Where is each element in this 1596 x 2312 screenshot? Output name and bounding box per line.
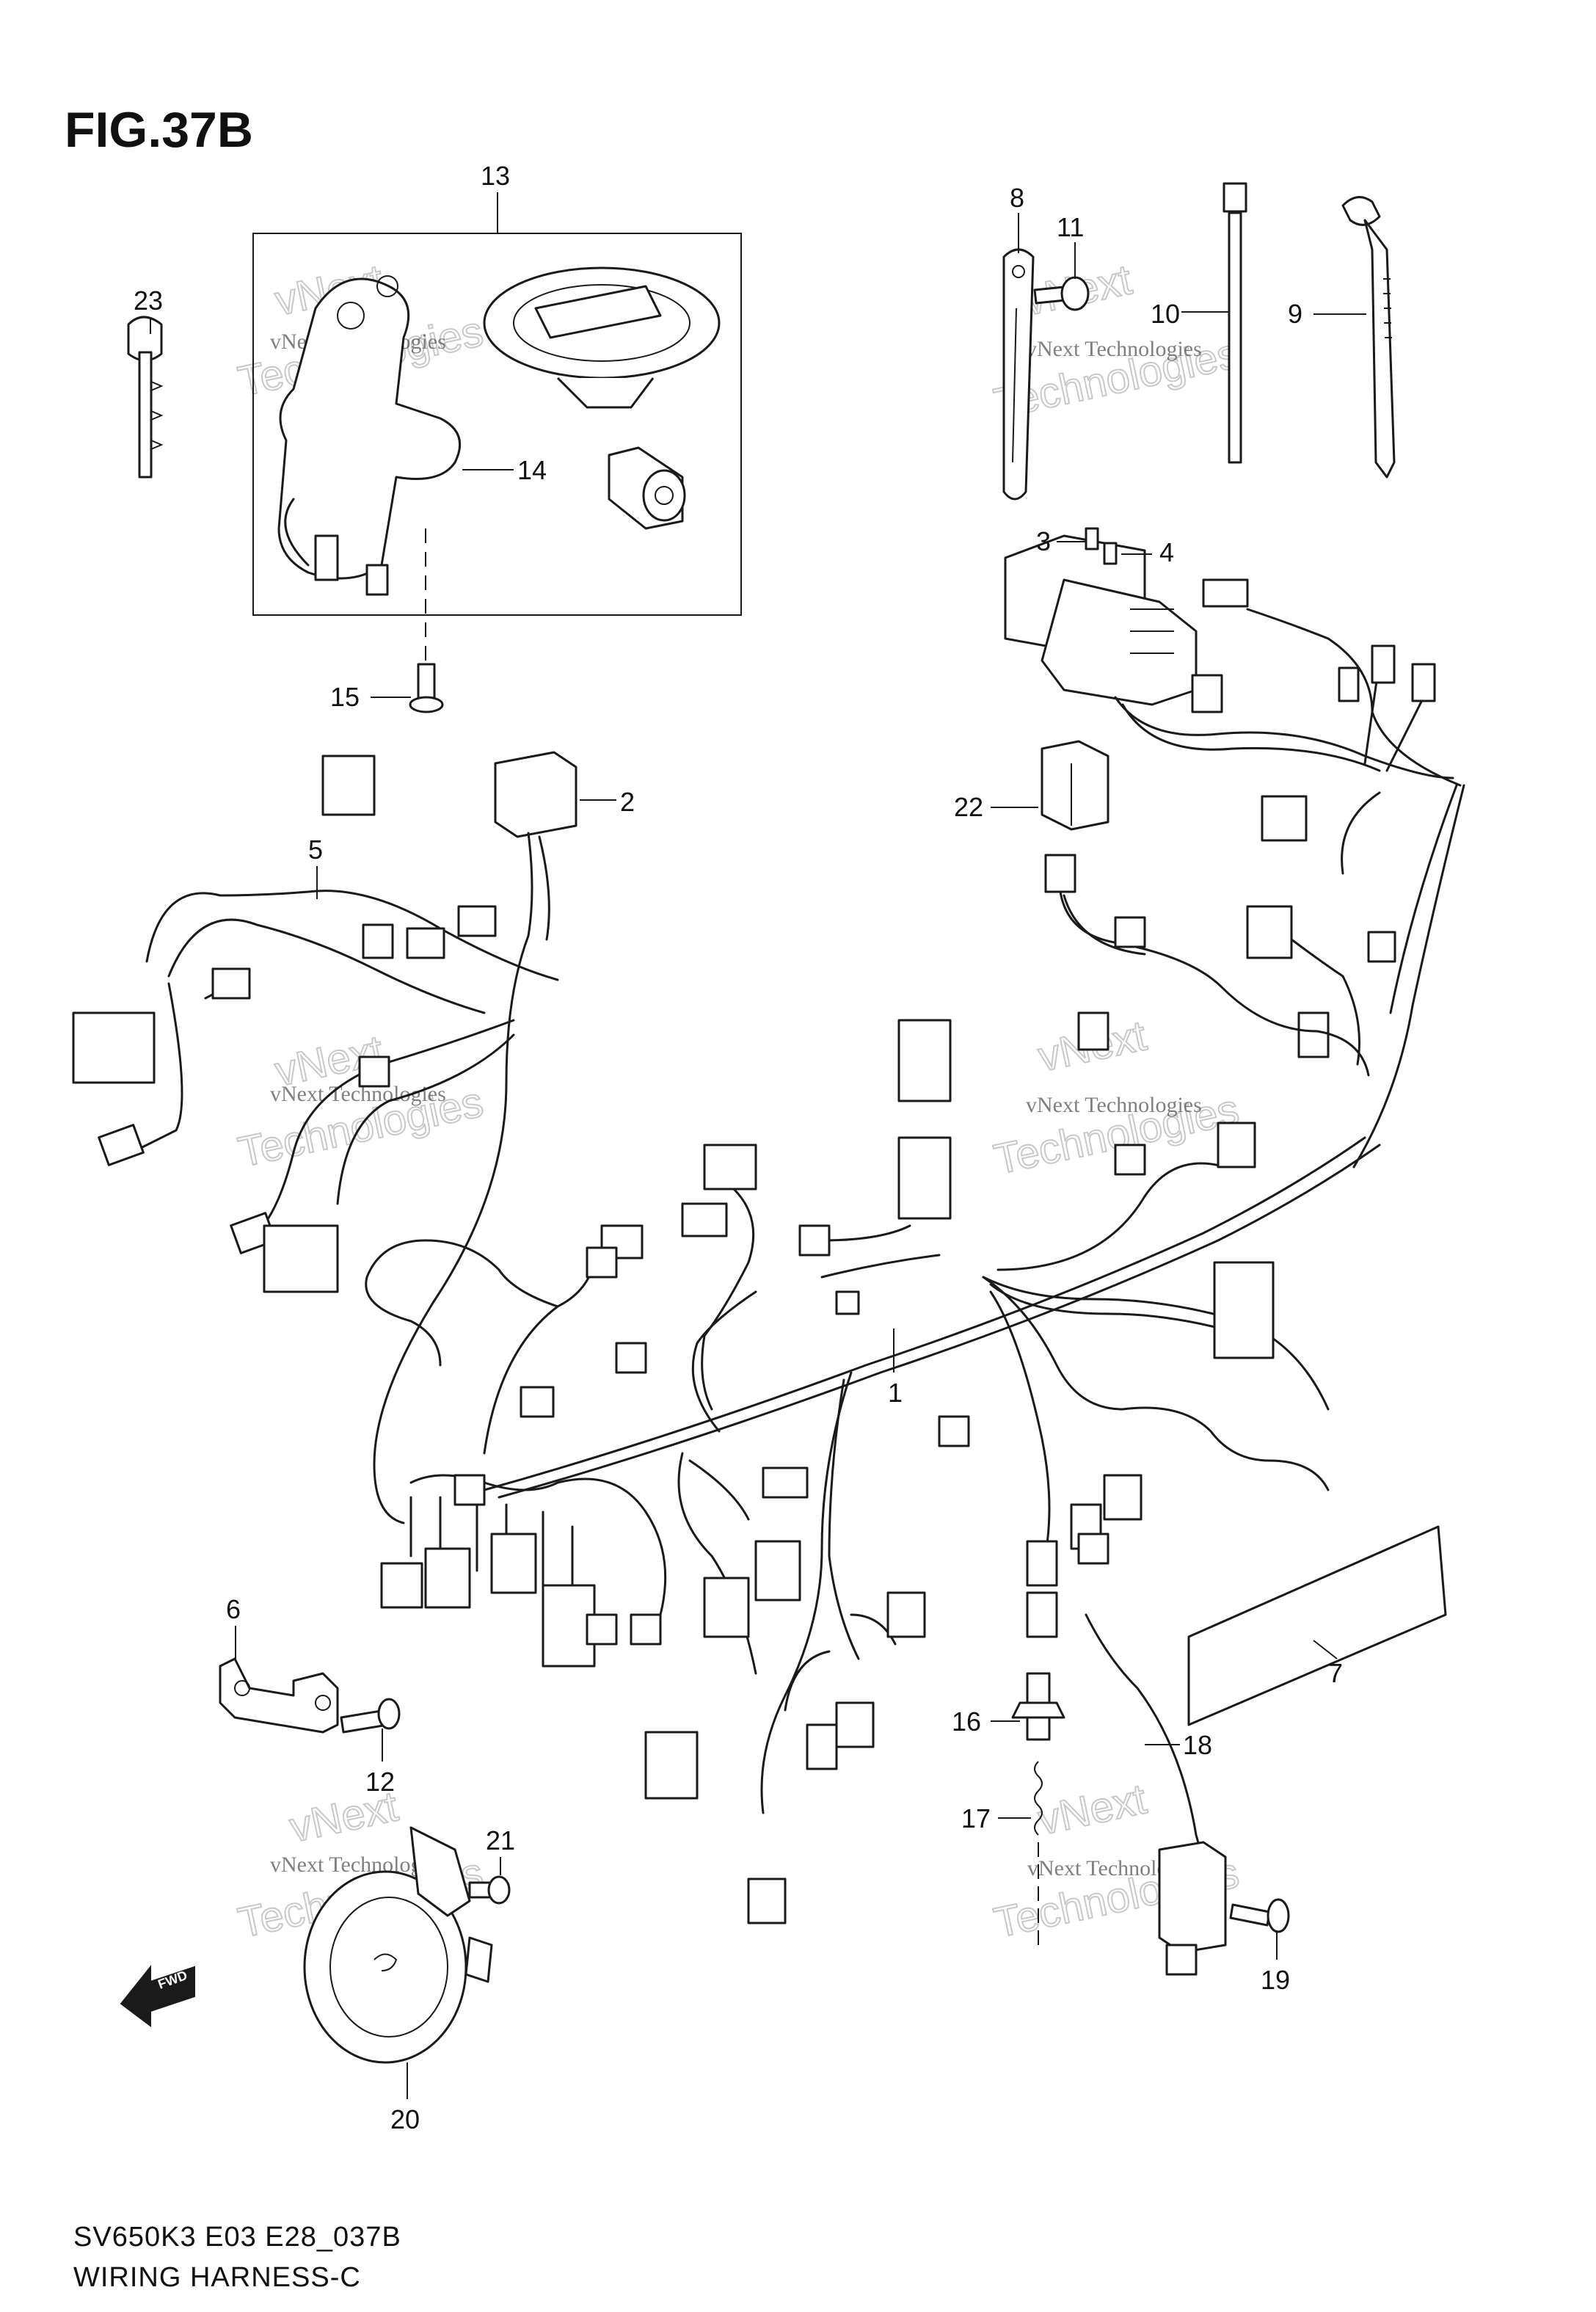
callout-19: 19	[1261, 1965, 1290, 1995]
bracket-6	[219, 1657, 339, 1734]
switch-18	[1085, 1613, 1227, 1976]
connector-2	[373, 751, 577, 1524]
callout-18: 18	[1183, 1730, 1212, 1760]
callout-20: 20	[390, 2104, 420, 2134]
spring-17	[1034, 1761, 1043, 1952]
callout-17: 17	[961, 1803, 991, 1833]
watermark-text: vNext Technologies	[1026, 1093, 1202, 1117]
figure-title: FIG.37B	[65, 102, 253, 158]
callout-22: 22	[954, 792, 983, 822]
callout-15: 15	[330, 682, 360, 712]
figure-code: SV650K3 E03 E28_037B	[73, 2222, 401, 2253]
watermark-mid-left: vNext Technologies vNext Technologies	[233, 1025, 488, 1177]
callout-7: 7	[1328, 1658, 1343, 1688]
cable-tie-10	[1222, 182, 1247, 464]
callout-21: 21	[486, 1825, 515, 1855]
callout-10: 10	[1151, 299, 1180, 329]
switch-16	[1011, 1672, 1065, 1741]
callout-14: 14	[517, 455, 547, 485]
seat-lock	[608, 446, 686, 530]
label-7	[1187, 1525, 1447, 1726]
lower-left-connectors	[380, 1474, 667, 1668]
upper-right-connectors	[1191, 578, 1436, 1058]
watermark-text: vNext Technologies	[270, 1082, 446, 1106]
callout-1: 1	[888, 1378, 903, 1408]
callout-9: 9	[1288, 299, 1302, 329]
figure-name: WIRING HARNESS-C	[73, 2262, 361, 2293]
callout-16: 16	[952, 1706, 981, 1737]
callout-3: 3	[1036, 526, 1051, 556]
bolt-21	[468, 1875, 511, 1905]
ignition-switch	[277, 275, 462, 596]
watermark-text: vNext Technologies	[1026, 337, 1202, 361]
bolt-19	[1229, 1898, 1290, 1933]
callout-11: 11	[1057, 212, 1084, 242]
relay-harness	[1044, 854, 1370, 1077]
cable-tie-9	[1341, 196, 1396, 479]
bolt-11	[1033, 276, 1090, 311]
callout-2: 2	[620, 787, 635, 817]
callout-5: 5	[308, 835, 323, 865]
sub-harness-5-connectors	[72, 905, 497, 1293]
callout-labels: 1 2 3 4 5 6 7 8 9 10 11 12 13 14 15 16 1…	[134, 161, 1343, 2134]
main-harness-connectors	[321, 755, 1275, 1924]
fuel-cap	[483, 266, 721, 409]
bolt-12	[340, 1698, 401, 1734]
callout-4: 4	[1159, 537, 1174, 567]
callout-12: 12	[365, 1767, 395, 1797]
key-icon	[127, 316, 164, 479]
leader-line	[1313, 1640, 1338, 1660]
callout-8: 8	[1010, 183, 1024, 213]
callout-23: 23	[134, 286, 163, 316]
screw-15	[409, 663, 444, 713]
watermark-text: vNext	[1034, 1775, 1151, 1844]
fwd-arrow-icon: FWD	[120, 1965, 195, 2027]
callout-13: 13	[481, 161, 510, 191]
relay-22	[1041, 740, 1109, 831]
clamp-8	[1002, 248, 1035, 501]
fuse-box	[1004, 527, 1198, 706]
callout-6: 6	[226, 1594, 241, 1624]
horn-icon	[303, 1826, 493, 2064]
